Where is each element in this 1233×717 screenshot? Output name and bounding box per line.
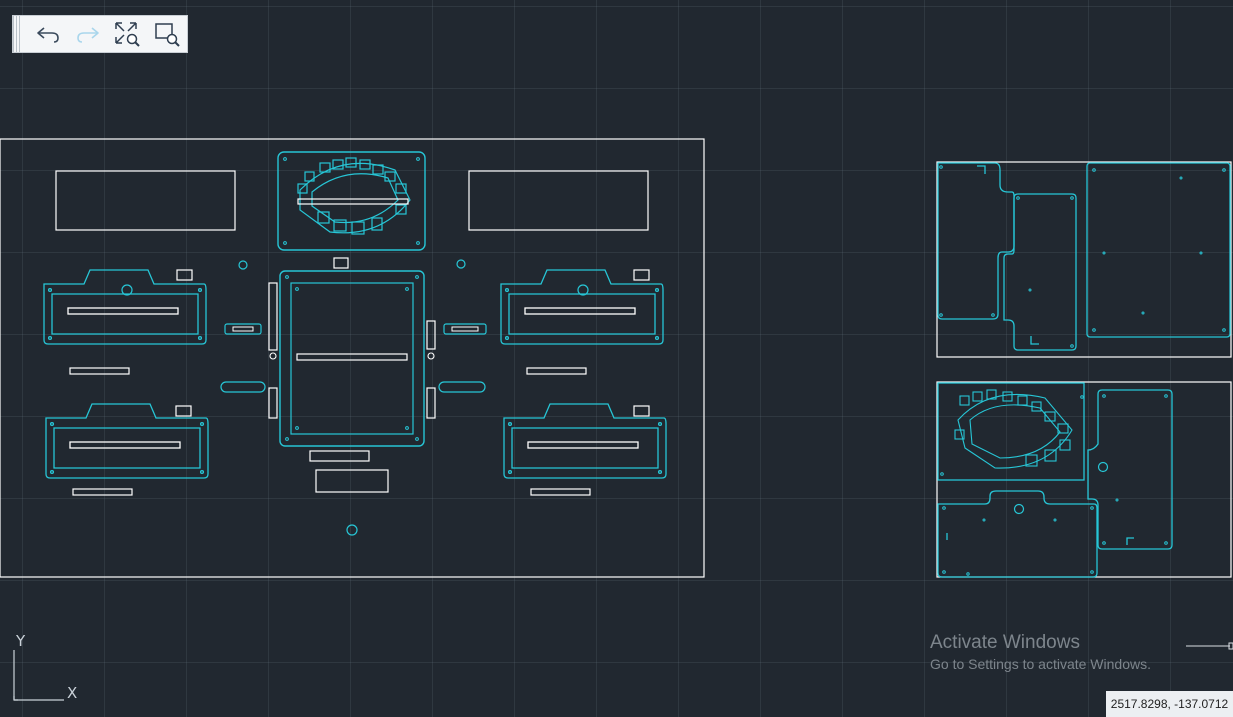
cursor-coordinates: 2517.8298, -137.0712	[1106, 691, 1233, 717]
sheet-right-lower	[936, 381, 1232, 578]
ucs-icon: Y X	[8, 628, 88, 713]
sheet-left	[0, 138, 705, 578]
logo-plate	[277, 151, 426, 251]
zoom-extents-button[interactable]	[107, 16, 147, 52]
view-toolbar	[12, 15, 188, 53]
plate-upper-left	[43, 269, 207, 375]
zoom-window-icon	[155, 23, 180, 47]
center-plate	[279, 270, 425, 447]
zoom-window-button[interactable]	[147, 16, 187, 52]
plate-lower-left	[45, 403, 209, 496]
watermark-subtitle: Go to Settings to activate Windows.	[930, 656, 1151, 672]
toolbar-grip[interactable]	[13, 16, 22, 52]
redo-icon	[76, 27, 99, 43]
redo-button[interactable]	[68, 16, 108, 52]
activation-watermark: Activate Windows Go to Settings to activ…	[930, 631, 1151, 673]
undo-icon	[37, 27, 59, 43]
watermark-title: Activate Windows	[930, 632, 1080, 653]
ucs-x-label: X	[67, 684, 77, 702]
undo-button[interactable]	[28, 16, 68, 52]
plate-lower-right	[503, 403, 667, 496]
navigation-edge-marker	[1186, 642, 1233, 650]
sheet-right-upper	[936, 161, 1232, 358]
ucs-y-label: Y	[15, 632, 26, 650]
zoom-extents-icon	[115, 22, 141, 47]
plate-upper-right	[500, 269, 664, 375]
